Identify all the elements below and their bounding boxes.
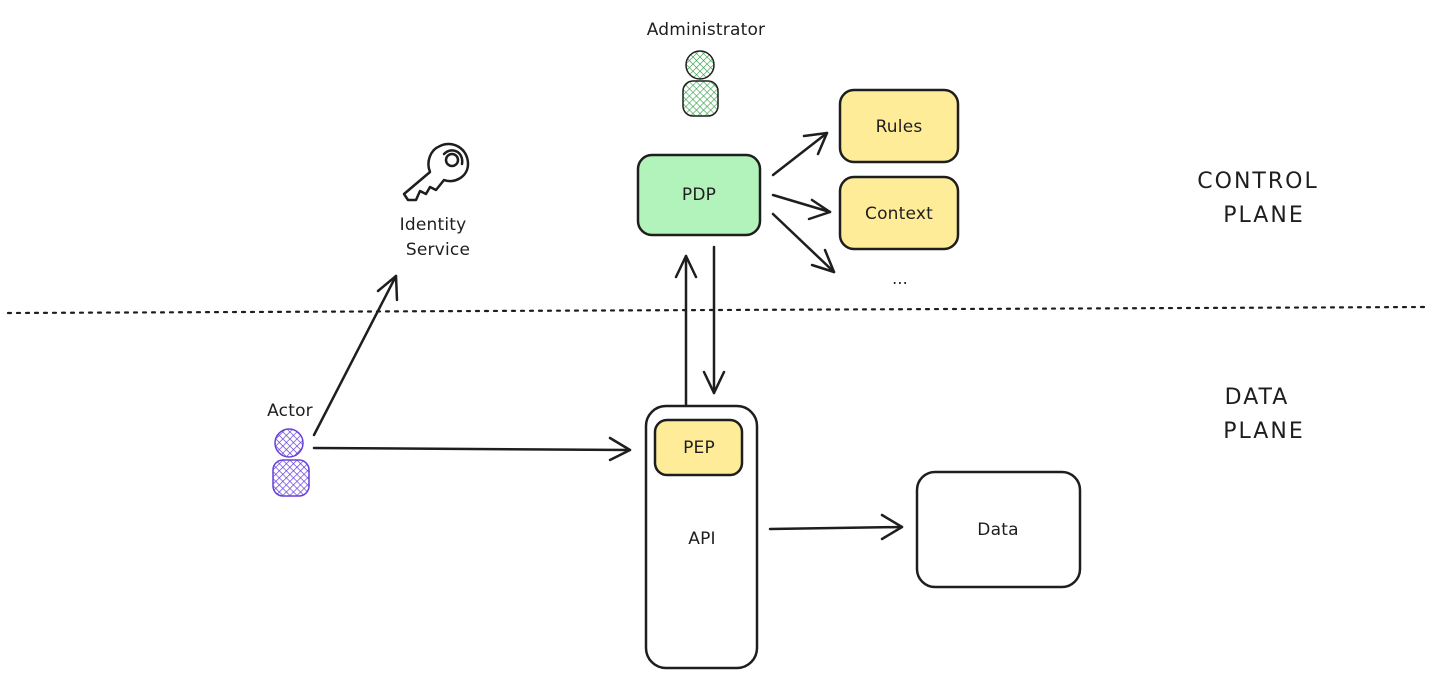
context-box <box>838 175 960 251</box>
pep-node[interactable]: PEP <box>653 418 744 477</box>
arrow-pdp-to-more <box>771 212 836 274</box>
key-icon <box>402 142 470 202</box>
administrator-label: Administrator <box>647 20 766 40</box>
identity-service-label-line2: Service <box>406 240 470 260</box>
pep-box <box>653 418 744 477</box>
control-plane-label: CONTROL PLANE <box>1197 169 1318 228</box>
identity-service-node[interactable]: Identity Service <box>400 142 471 260</box>
arrow-api-to-data <box>768 513 904 541</box>
context-label: Context <box>865 204 933 224</box>
control-plane-label-line2: PLANE <box>1223 203 1304 228</box>
arrow-pep-to-pdp <box>674 254 698 407</box>
data-label: Data <box>977 520 1018 540</box>
more-items-ellipsis: ... <box>892 269 908 288</box>
arrow-actor-to-pep <box>312 436 632 462</box>
actor-label: Actor <box>267 401 313 421</box>
actor-node[interactable]: Actor <box>267 401 313 497</box>
data-plane-label-line2: PLANE <box>1223 419 1304 444</box>
data-node[interactable]: Data <box>915 470 1082 589</box>
pdp-label: PDP <box>682 185 716 205</box>
arrow-pdp-to-pep <box>702 245 726 395</box>
pdp-box <box>636 153 762 237</box>
rules-label: Rules <box>876 117 923 137</box>
pdp-node[interactable]: PDP <box>636 153 762 237</box>
arrow-actor-to-identity-service <box>312 274 399 437</box>
rules-node[interactable]: Rules <box>838 88 960 164</box>
administrator-node[interactable]: Administrator <box>647 20 766 117</box>
person-icon <box>272 428 310 497</box>
context-node[interactable]: Context <box>838 175 960 251</box>
arrow-pdp-to-context <box>771 193 832 221</box>
rules-box <box>838 88 960 164</box>
identity-service-label-line1: Identity <box>400 215 467 235</box>
data-box <box>915 470 1082 589</box>
api-label: API <box>688 529 716 549</box>
data-plane-label: DATA PLANE <box>1223 385 1304 444</box>
arrow-pdp-to-rules <box>771 131 829 177</box>
plane-divider <box>6 305 1427 315</box>
data-plane-label-line1: DATA <box>1225 385 1290 410</box>
control-plane-label-line1: CONTROL <box>1197 169 1318 194</box>
pep-label: PEP <box>683 438 715 458</box>
person-icon <box>682 50 719 117</box>
